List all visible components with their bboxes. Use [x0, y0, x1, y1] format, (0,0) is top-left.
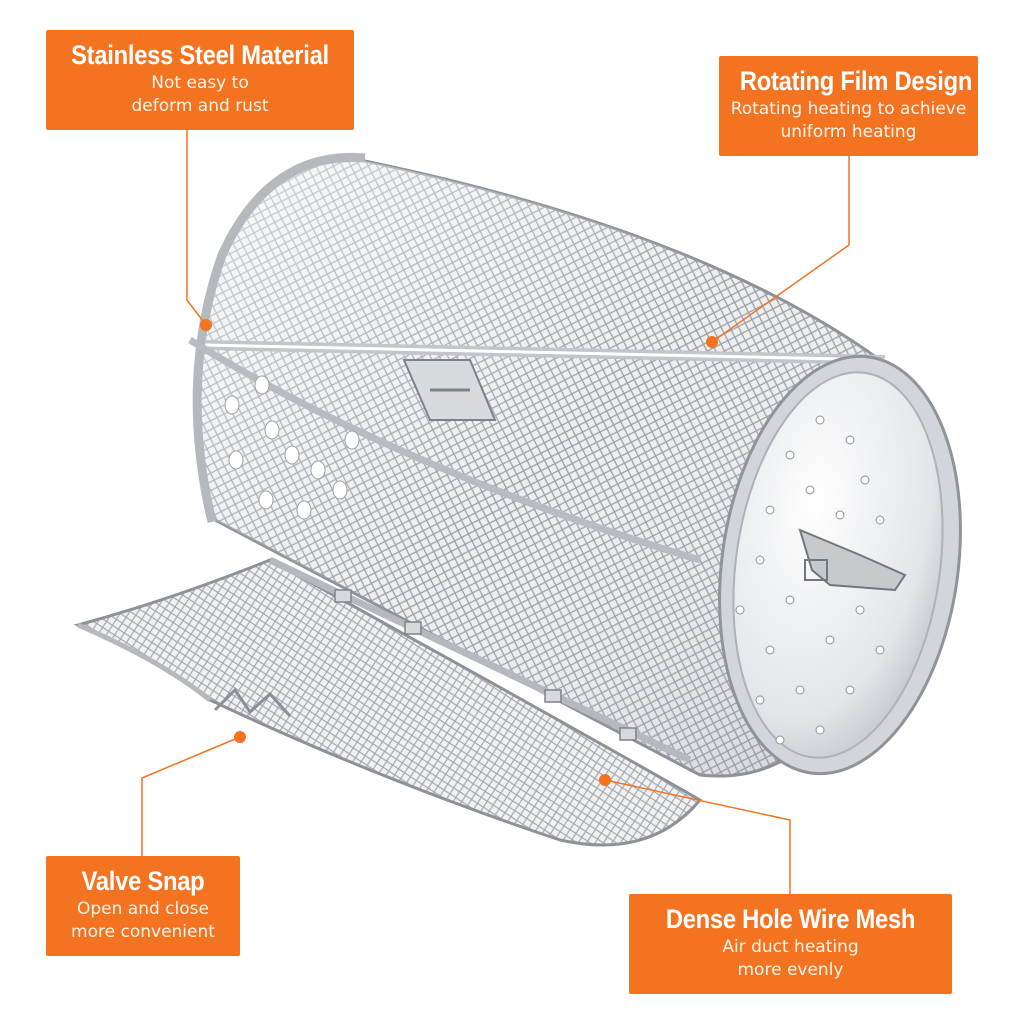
- callout-desc-line: Rotating heating to achieve: [730, 99, 967, 119]
- callout-desc-line: Air duct heating: [722, 937, 859, 957]
- callout-title: Rotating Film Design: [739, 66, 973, 96]
- callout-valve-snap: Valve Snap Open and close more convenien…: [46, 856, 240, 956]
- leader-lines: [141, 130, 850, 894]
- end-cap: [718, 354, 962, 776]
- callout-rotating-film: Rotating Film Design Rotating heating to…: [719, 56, 978, 156]
- callout-desc-line: more evenly: [737, 960, 844, 980]
- callout-desc-line: deform and rust: [131, 96, 269, 116]
- callout-desc-line: uniform heating: [780, 122, 917, 142]
- callout-title: Stainless Steel Material: [71, 40, 329, 70]
- callout-stainless-steel: Stainless Steel Material Not easy to def…: [46, 30, 354, 130]
- callout-title: Dense Hole Wire Mesh: [665, 904, 916, 934]
- callout-desc-line: Not easy to: [151, 73, 249, 93]
- callout-title: Valve Snap: [81, 866, 205, 896]
- mesh-flap: [73, 556, 703, 847]
- callout-desc-line: Open and close: [77, 899, 209, 919]
- leader-dots: [200, 319, 718, 786]
- roaster-cylinder: [188, 152, 886, 778]
- callout-desc-line: more convenient: [71, 922, 215, 942]
- callout-dense-mesh: Dense Hole Wire Mesh Air duct heating mo…: [629, 894, 952, 994]
